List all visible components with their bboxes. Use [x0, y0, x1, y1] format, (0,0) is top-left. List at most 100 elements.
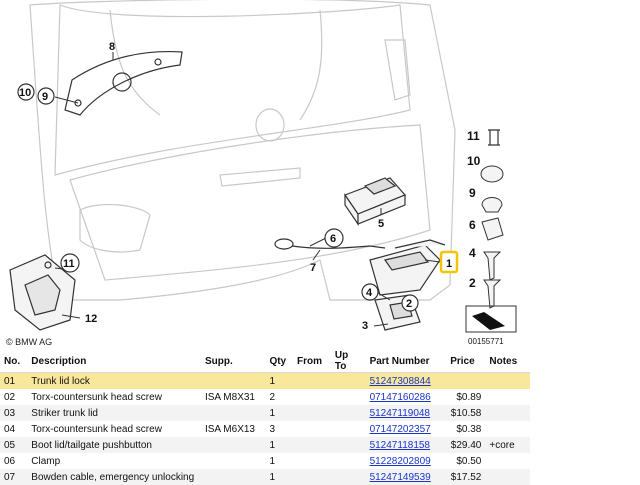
part-number-link[interactable]: 51228202809 [369, 455, 431, 467]
part-1-shape-icon[interactable] [472, 312, 505, 330]
row-supp [200, 437, 266, 453]
part-number-link[interactable]: 51247119048 [369, 407, 430, 419]
callout-12[interactable]: 12 [85, 313, 97, 325]
callout-2-circle[interactable]: 2 [401, 294, 419, 312]
row-description: Striker trunk lid [27, 405, 201, 421]
row-from [293, 389, 331, 405]
callout-1[interactable]: 1 [446, 258, 452, 270]
row-price: $0.50 [439, 453, 486, 469]
row-upto [330, 437, 366, 453]
side-label-4[interactable]: 4 [469, 246, 476, 260]
part-2-screw-icon[interactable] [483, 279, 502, 309]
part-1-frame [465, 305, 517, 333]
row-supp [200, 405, 266, 421]
part-7-bowden-cable[interactable] [274, 238, 386, 250]
row-no: 03 [0, 405, 28, 421]
callout-4-circle[interactable]: 4 [361, 283, 379, 301]
table-row[interactable]: 07 Bowden cable, emergency unlocking 1 5… [0, 469, 530, 485]
row-description: Torx-countersunk head screw [27, 421, 201, 437]
header-description: Description [27, 350, 201, 373]
part-12-lock-bracket[interactable] [9, 254, 76, 331]
header-from: From [293, 350, 331, 373]
row-no: 07 [0, 469, 28, 485]
side-label-11[interactable]: 11 [467, 129, 480, 143]
copyright-text: © BMW AG [6, 337, 52, 347]
callout-6-circle[interactable]: 6 [324, 228, 344, 248]
table-row[interactable]: 05 Boot lid/tailgate pushbutton 1 512471… [0, 437, 530, 453]
callout-10[interactable]: 10 [19, 87, 31, 99]
header-qty: Qty [265, 350, 293, 373]
callout-8[interactable]: 8 [109, 41, 115, 53]
table-header-row: No. Description Supp. Qty From Up To Par… [0, 350, 530, 373]
row-no: 01 [0, 372, 28, 389]
side-label-2[interactable]: 2 [469, 276, 476, 290]
row-no: 04 [0, 421, 28, 437]
callout-7[interactable]: 7 [310, 262, 316, 274]
row-from [293, 469, 331, 485]
row-qty: 3 [265, 421, 293, 437]
row-description: Torx-countersunk head screw [27, 389, 201, 405]
row-no: 02 [0, 389, 28, 405]
row-upto [330, 405, 366, 421]
header-supp: Supp. [200, 350, 266, 373]
row-price: $29.40 [439, 437, 486, 453]
callout-6[interactable]: 6 [330, 233, 336, 245]
row-supp [200, 453, 266, 469]
row-price: $10.58 [439, 405, 486, 421]
row-upto [330, 389, 366, 405]
part-4-screw-icon[interactable] [483, 251, 502, 281]
table-row[interactable]: 06 Clamp 1 51228202809 $0.50 [0, 453, 530, 469]
part-number-link[interactable]: 51247149539 [369, 471, 431, 483]
part-11-icon[interactable] [488, 129, 500, 146]
callout-1-highlighted[interactable]: 1 [439, 250, 459, 274]
callout-11[interactable]: 11 [63, 258, 75, 270]
part-9-icon[interactable] [481, 197, 503, 213]
row-part-number: 07147160286 [365, 389, 440, 405]
table-row[interactable]: 02 Torx-countersunk head screw ISA M8X31… [0, 389, 530, 405]
part-number-link[interactable]: 51247308844 [369, 375, 431, 387]
row-supp [200, 372, 266, 389]
side-label-6[interactable]: 6 [469, 218, 476, 232]
callout-9-circle[interactable]: 9 [37, 87, 55, 105]
row-notes [485, 389, 530, 405]
part-1-trunk-lid-lock[interactable] [369, 239, 446, 296]
part-8-handle-trim[interactable] [64, 51, 183, 116]
callout-2[interactable]: 2 [406, 298, 412, 310]
part-number-link[interactable]: 07147202357 [369, 423, 431, 435]
parts-diagram: 8 10 9 5 6 7 1 11 12 4 2 3 © BMW AG 11 1… [6, 0, 517, 347]
table-row[interactable]: 03 Striker trunk lid 1 51247119048 $10.5… [0, 405, 530, 421]
row-qty: 1 [265, 372, 293, 389]
row-part-number: 07147202357 [365, 421, 440, 437]
header-notes: Notes [485, 350, 530, 373]
header-upto: Up To [330, 350, 366, 373]
side-label-10[interactable]: 10 [467, 154, 481, 168]
callout-4[interactable]: 4 [366, 287, 373, 299]
table-row[interactable]: 01 Trunk lid lock 1 51247308844 [0, 372, 530, 389]
row-price: $0.38 [439, 421, 486, 437]
side-parts-column: 11 10 9 6 4 2 00155771 [465, 129, 517, 346]
row-qty: 1 [265, 469, 293, 485]
row-price: $0.89 [439, 389, 486, 405]
part-10-icon[interactable] [480, 165, 504, 183]
parts-table: No. Description Supp. Qty From Up To Par… [0, 350, 530, 485]
part-6-icon[interactable] [481, 217, 504, 241]
row-description: Trunk lid lock [27, 372, 201, 389]
row-part-number: 51228202809 [365, 453, 440, 469]
callout-11-circle[interactable]: 11 [60, 253, 80, 273]
part-5-pushbutton[interactable] [344, 177, 407, 226]
row-notes [485, 453, 530, 469]
part-number-link[interactable]: 51247118158 [369, 439, 430, 451]
callout-3[interactable]: 3 [362, 320, 368, 332]
side-label-9[interactable]: 9 [469, 186, 476, 200]
row-from [293, 453, 331, 469]
row-supp: ISA M6X13 [200, 421, 266, 437]
callout-5[interactable]: 5 [378, 218, 384, 230]
table-row[interactable]: 04 Torx-countersunk head screw ISA M6X13… [0, 421, 530, 437]
row-description: Boot lid/tailgate pushbutton [27, 437, 201, 453]
callout-10-circle[interactable]: 10 [17, 83, 35, 101]
callout-9[interactable]: 9 [42, 91, 48, 103]
row-description: Bowden cable, emergency unlocking [27, 469, 201, 485]
row-upto [330, 372, 366, 389]
part-number-link[interactable]: 07147160286 [369, 391, 431, 403]
row-notes: +core [485, 437, 530, 453]
